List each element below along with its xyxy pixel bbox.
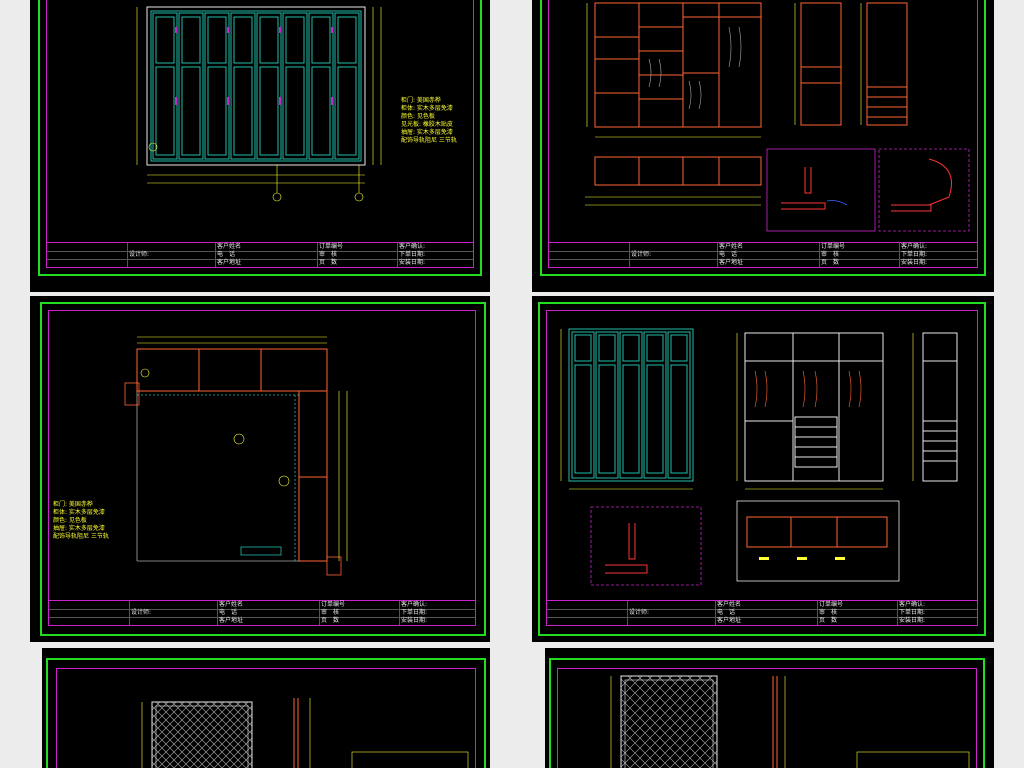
- tb-customer-name: 客户姓名: [219, 601, 244, 608]
- tb-confirm: 客户确认:: [399, 243, 426, 250]
- tb-designer: 设计师:: [131, 609, 152, 616]
- sheet-frame: [540, 0, 986, 276]
- title-block: 客户姓名 电 话 客户地址 设计师: 订单编号 审 核 页 数 客户确认: 下单…: [549, 242, 977, 267]
- tb-confirm: 客户确认:: [899, 601, 926, 608]
- tb-address: 客户地址: [217, 259, 242, 266]
- tb-install-date: 安装日期:: [899, 617, 926, 624]
- tb-address: 客户地址: [719, 259, 744, 266]
- tb-confirm: 客户确认:: [401, 601, 428, 608]
- tb-customer-name: 客户姓名: [217, 243, 242, 250]
- tb-install-date: 安装日期:: [399, 259, 426, 266]
- tb-review: 审 核: [319, 251, 338, 258]
- tb-phone: 电 话: [217, 251, 236, 258]
- sheet-frame: [38, 0, 482, 276]
- sheet-inner-border: 柜门: 美国赤桦 柜体: 实木多层免漆 颜色: 见色板 抽屉: 实木多层免漆 配…: [48, 310, 476, 626]
- note-line: 柜门: 美国赤桦: [401, 97, 441, 104]
- sheet-inner-border: [56, 668, 476, 768]
- sheet-frame: [549, 658, 985, 768]
- tb-page: 页 数: [819, 617, 838, 624]
- tb-order-no: 订单编号: [321, 601, 346, 608]
- tb-order-date: 下单日期:: [399, 251, 426, 258]
- tb-customer-name: 客户姓名: [717, 601, 742, 608]
- note-line: 柜体: 实木多层免漆: [53, 509, 105, 516]
- drawing-sheet-wardrobe-elevation: 柜门: 美国赤桦 柜体: 实木多层免漆 颜色: 见色板 见光板: 橡胶木贴皮 抽…: [30, 0, 490, 292]
- tb-phone: 电 话: [219, 609, 238, 616]
- note-line: 颜色: 见色板: [53, 517, 87, 524]
- title-block: 客户姓名 电 话 客户地址 设计师: 订单编号 审 核 页 数 客户确认: 下单…: [547, 600, 977, 625]
- tb-designer: 设计师:: [631, 251, 652, 258]
- note-line: 抽屉: 实木多层免漆: [53, 525, 105, 532]
- sheet-inner-border: 客户姓名 电 话 客户地址 设计师: 订单编号 审 核 页 数 客户确认: 下单…: [548, 0, 978, 268]
- tb-page: 页 数: [321, 617, 340, 624]
- sheet-frame: [46, 658, 486, 768]
- note-line: 配饰导轨阻尼 三节轨: [401, 137, 457, 144]
- tb-phone: 电 话: [719, 251, 738, 258]
- title-block: 客户姓名 电 话 客户地址 设计师: 订单编号 审 核 页 数 客户确认: 下单…: [47, 242, 473, 267]
- floor-plan-drawing: [124, 336, 348, 576]
- drawing-sheet-lattice-door: [545, 648, 994, 768]
- tb-install-date: 安装日期:: [901, 259, 928, 266]
- lattice-door-drawing: [141, 698, 469, 768]
- note-line: 抽屉: 实木多层免漆: [401, 129, 453, 136]
- sheet-frame: [40, 302, 486, 636]
- tb-review: 审 核: [819, 609, 838, 616]
- tb-install-date: 安装日期:: [401, 617, 428, 624]
- material-notes-short: 柜门: 美国赤桦 柜体: 实木多层免漆 颜色: 见色板 抽屉: 实木多层免漆 配…: [53, 501, 109, 541]
- sheet-inner-border: [557, 668, 977, 768]
- five-door-wardrobe-drawing: [560, 328, 958, 586]
- tb-confirm: 客户确认:: [901, 243, 928, 250]
- note-line: 配饰导轨阻尼 三节轨: [53, 533, 109, 540]
- sheet-inner-border: 客户姓名 电 话 客户地址 设计师: 订单编号 审 核 页 数 客户确认: 下单…: [546, 310, 978, 626]
- drawing-sheet-wardrobe-interior: 客户姓名 电 话 客户地址 设计师: 订单编号 审 核 页 数 客户确认: 下单…: [532, 0, 994, 292]
- drawing-sheet-panel-door: [42, 648, 490, 768]
- tb-customer-name: 客户姓名: [719, 243, 744, 250]
- title-block: 客户姓名 电 话 客户地址 设计师: 订单编号 审 核 页 数 客户确认: 下单…: [49, 600, 475, 625]
- note-line: 柜体: 实木多层免漆: [401, 105, 453, 112]
- tb-order-date: 下单日期:: [901, 251, 928, 258]
- tb-designer: 设计师:: [629, 609, 650, 616]
- tb-order-no: 订单编号: [821, 243, 846, 250]
- tb-phone: 电 话: [717, 609, 736, 616]
- tb-page: 页 数: [319, 259, 338, 266]
- tb-page: 页 数: [821, 259, 840, 266]
- wardrobe-interior-drawing: [585, 2, 970, 232]
- note-line: 颜色: 见色板: [401, 113, 435, 120]
- tb-address: 客户地址: [717, 617, 742, 624]
- drawing-sheet-floor-plan: 柜门: 美国赤桦 柜体: 实木多层免漆 颜色: 见色板 抽屉: 实木多层免漆 配…: [30, 296, 490, 642]
- tb-designer: 设计师:: [129, 251, 150, 258]
- tb-order-no: 订单编号: [819, 601, 844, 608]
- material-notes: 柜门: 美国赤桦 柜体: 实木多层免漆 颜色: 见色板 见光板: 橡胶木贴皮 抽…: [401, 97, 457, 145]
- drawing-sheet-five-door-wardrobe: 客户姓名 电 话 客户地址 设计师: 订单编号 审 核 页 数 客户确认: 下单…: [532, 296, 994, 642]
- note-line: 柜门: 美国赤桦: [53, 501, 93, 508]
- wardrobe-elevation-drawing: [136, 6, 382, 202]
- sheet-inner-border: 柜门: 美国赤桦 柜体: 实木多层免漆 颜色: 见色板 见光板: 橡胶木贴皮 抽…: [46, 0, 474, 268]
- tb-review: 审 核: [821, 251, 840, 258]
- tb-order-date: 下单日期:: [899, 609, 926, 616]
- tb-order-no: 订单编号: [319, 243, 344, 250]
- tb-order-date: 下单日期:: [401, 609, 428, 616]
- note-line: 见光板: 橡胶木贴皮: [401, 121, 453, 128]
- sheet-frame: [538, 302, 986, 636]
- tb-address: 客户地址: [219, 617, 244, 624]
- tb-review: 审 核: [321, 609, 340, 616]
- lattice-door-drawing: [610, 675, 970, 768]
